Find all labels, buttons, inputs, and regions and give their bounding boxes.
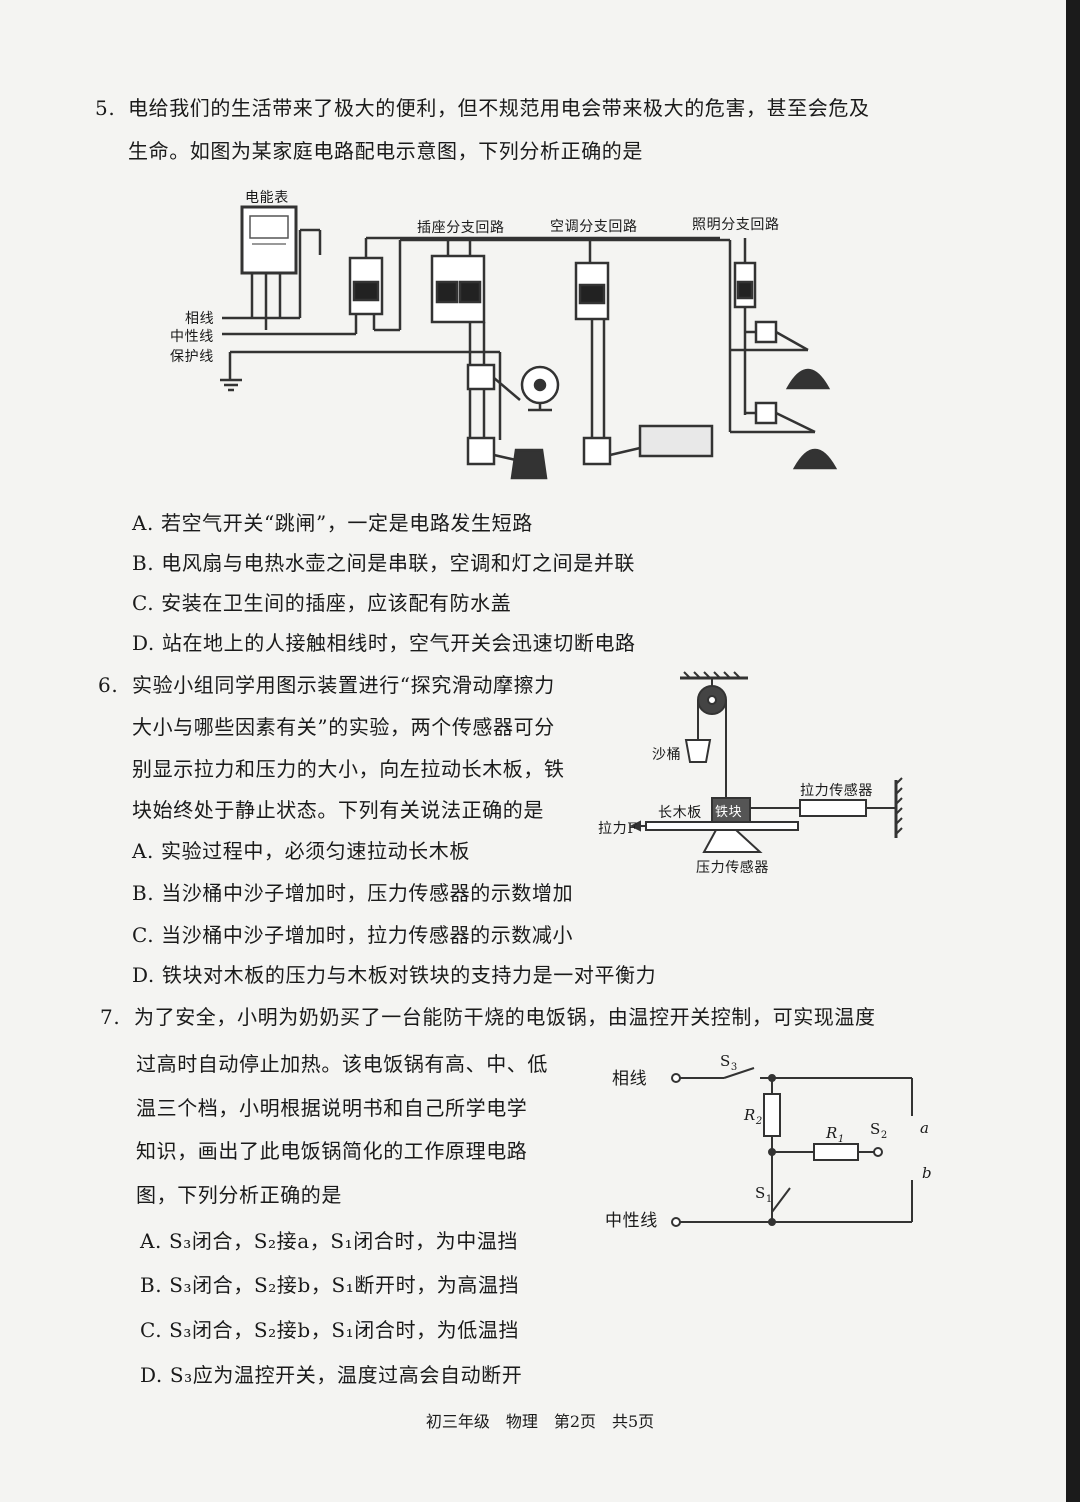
q6-option-d: D. 铁块对木板的压力与木板对铁块的支持力是一对平衡力: [132, 963, 657, 987]
pressure-sensor-label: 压力传感器: [696, 860, 769, 876]
switch-s2-label: S2: [870, 1120, 888, 1141]
switch-s1-label: S1: [755, 1184, 773, 1205]
lighting-branch-label: 照明分支回路: [692, 217, 780, 233]
q5-option-b: B. 电风扇与电热水壶之间是串联，空调和灯之间是并联: [132, 551, 636, 575]
q7-option-a: A. S₃闭合，S₂接a，S₁闭合时，为中温挡: [140, 1229, 519, 1253]
q5-option-a: A. 若空气开关“跳闸”，一定是电路发生短路: [132, 511, 533, 535]
q7-stem-line1: 为了安全，小明为奶奶买了一台能防干烧的电饭锅，由温控开关控制，可实现温度: [134, 1005, 876, 1029]
q7-stem-line2: 过高时自动停止加热。该电饭锅有高、中、低: [136, 1052, 548, 1076]
meter-label: 电能表: [245, 190, 289, 206]
q7-option-d: D. S₃应为温控开关，温度过高会自动断开: [140, 1363, 523, 1387]
page-footer: 初三年级 物理 第2页 共5页: [425, 1412, 655, 1431]
q6-number: 6.: [98, 673, 119, 697]
q5-stem-line1: 电给我们的生活带来了极大的便利，但不规范用电会带来极大的危害，甚至会危及: [128, 96, 870, 120]
sand-bucket-label: 沙桶: [652, 747, 682, 763]
resistor-r1-label: R1: [826, 1124, 845, 1145]
scan-edge-shadow: [1066, 0, 1080, 1502]
q7-stem-line5: 图，下列分析正确的是: [136, 1183, 342, 1207]
contact-a-label: a: [920, 1119, 930, 1137]
q7-option-c: C. S₃闭合，S₂接b，S₁闭合时，为低温挡: [140, 1318, 520, 1342]
pull-force-label: 拉力F: [598, 821, 638, 837]
q6-option-a: A. 实验过程中，必须匀速拉动长木板: [132, 839, 470, 863]
block-label: 铁块: [715, 805, 743, 820]
socket-branch-label: 插座分支回路: [417, 220, 505, 236]
contact-b-label: b: [922, 1164, 933, 1182]
q7-option-b: B. S₃闭合，S₂接b，S₁断开时，为高温挡: [140, 1273, 520, 1297]
q6-option-c: C. 当沙桶中沙子增加时，拉力传感器的示数减小: [132, 923, 574, 947]
q7-stem-line3: 温三个档，小明根据说明书和自己所学电学: [136, 1096, 528, 1120]
live-wire-label: 相线: [185, 311, 215, 327]
q6-stem-line1: 实验小组同学用图示装置进行“探究滑动摩擦力: [132, 673, 555, 697]
q5-stem-line2: 生命。如图为某家庭电路配电示意图，下列分析正确的是: [128, 139, 643, 163]
q5-number: 5.: [95, 96, 116, 120]
switch-s3-label: S3: [720, 1052, 738, 1073]
q5-option-d: D. 站在地上的人接触相线时，空气开关会迅速切断电路: [132, 631, 636, 655]
pull-sensor-label: 拉力传感器: [800, 783, 873, 799]
circuit-live-label: 相线: [612, 1069, 648, 1089]
ac-branch-label: 空调分支回路: [550, 219, 638, 235]
board-label: 长木板: [658, 805, 702, 821]
q7-stem-line4: 知识，画出了此电饭锅简化的工作原理电路: [136, 1139, 528, 1163]
q6-stem-line4: 块始终处于静止状态。下列有关说法正确的是: [132, 798, 544, 822]
q7-number: 7.: [100, 1005, 121, 1029]
resistor-r2-label: R2: [744, 1106, 763, 1127]
ground-wire-label: 保护线: [170, 349, 214, 365]
q6-stem-line3: 别显示拉力和压力的大小，向左拉动长木板，铁: [132, 757, 565, 781]
circuit-neutral-label: 中性线: [605, 1211, 658, 1231]
neutral-wire-label: 中性线: [170, 329, 214, 345]
q5-option-c: C. 安装在卫生间的插座，应该配有防水盖: [132, 591, 512, 615]
q6-option-b: B. 当沙桶中沙子增加时，压力传感器的示数增加: [132, 881, 574, 905]
q6-stem-line2: 大小与哪些因素有关”的实验，两个传感器可分: [132, 715, 555, 739]
